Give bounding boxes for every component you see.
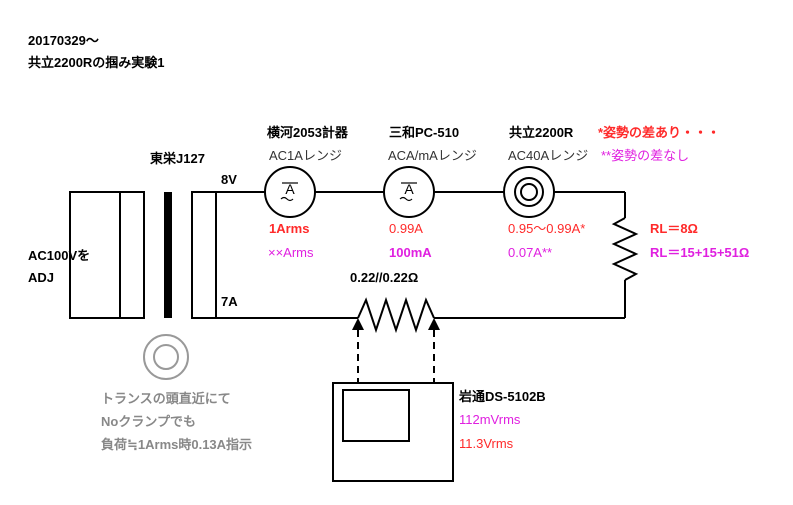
meter-3-range: AC40Aレンジ [508, 148, 589, 163]
scope-name: 岩通DS-5102B [459, 389, 546, 404]
source-label-2: ADJ [28, 270, 55, 285]
transformer-secondary-coil [191, 191, 217, 319]
clamp-note-2: Noクランプでも [101, 414, 196, 429]
meter-3-reading-2: 0.07A** [508, 245, 553, 260]
oscilloscope-screen [342, 389, 410, 442]
clamp-meter-kyoritsu-icon [503, 166, 555, 218]
meter-2-reading-1: 0.99A [389, 221, 423, 236]
shunt-label: 0.22//0.22Ω [350, 270, 419, 285]
ammeter-glyph-2: A [404, 181, 414, 197]
transformer-tap-7a: 7A [221, 294, 238, 309]
probe-arrow-right [428, 318, 440, 330]
scope-reading-1: 112mVrms [459, 412, 521, 427]
load-rl-2: RL＝15+15+51Ω [650, 245, 750, 260]
meter-1-name: 横河2053計器 [267, 125, 348, 140]
source-box [69, 191, 120, 319]
clamp-note-1: トランスの頭直近にて [101, 391, 231, 406]
transformer-primary-coil [119, 191, 145, 319]
load-resistor [611, 217, 639, 281]
source-label-1: AC100Vを [28, 248, 91, 263]
meter-2-reading-2: 100mA [389, 245, 432, 260]
ammeter-glyph-1: A [285, 181, 295, 197]
ammeter-yokogawa-icon [264, 166, 316, 218]
meter-2-name: 三和PC-510 [389, 125, 460, 140]
header-date: 20170329～ [28, 33, 99, 48]
meter-3-reading-1: 0.95～0.99A* [508, 221, 586, 236]
oscilloscope-body [332, 382, 454, 482]
note-1: *姿勢の差あり・・・ [598, 125, 721, 140]
note-2: **姿勢の差なし [601, 148, 690, 163]
transformer-core [164, 192, 172, 318]
probe-arrow-left [352, 318, 364, 330]
scope-reading-2: 11.3Vrms [459, 436, 514, 451]
meter-1-reading-2: ××Arms [268, 245, 314, 260]
header-title: 共立2200Rの掴み実験1 [28, 55, 165, 70]
clamp-note-3: 負荷≒1Arms時0.13A指示 [101, 437, 253, 452]
meter-1-range: AC1Aレンジ [269, 148, 342, 163]
meter-3-name: 共立2200R [509, 125, 574, 140]
clamp-near-transformer-icon [143, 334, 189, 380]
transformer-name: 東栄J127 [150, 151, 205, 166]
meter-2-range: ACA/mAレンジ [388, 148, 477, 163]
transformer-tap-8v: 8V [221, 172, 237, 187]
shunt-resistor [357, 296, 435, 334]
ammeter-sanwa-icon [383, 166, 435, 218]
load-rl-1: RL＝8Ω [650, 221, 698, 236]
meter-1-reading-1: 1Arms [269, 221, 310, 236]
